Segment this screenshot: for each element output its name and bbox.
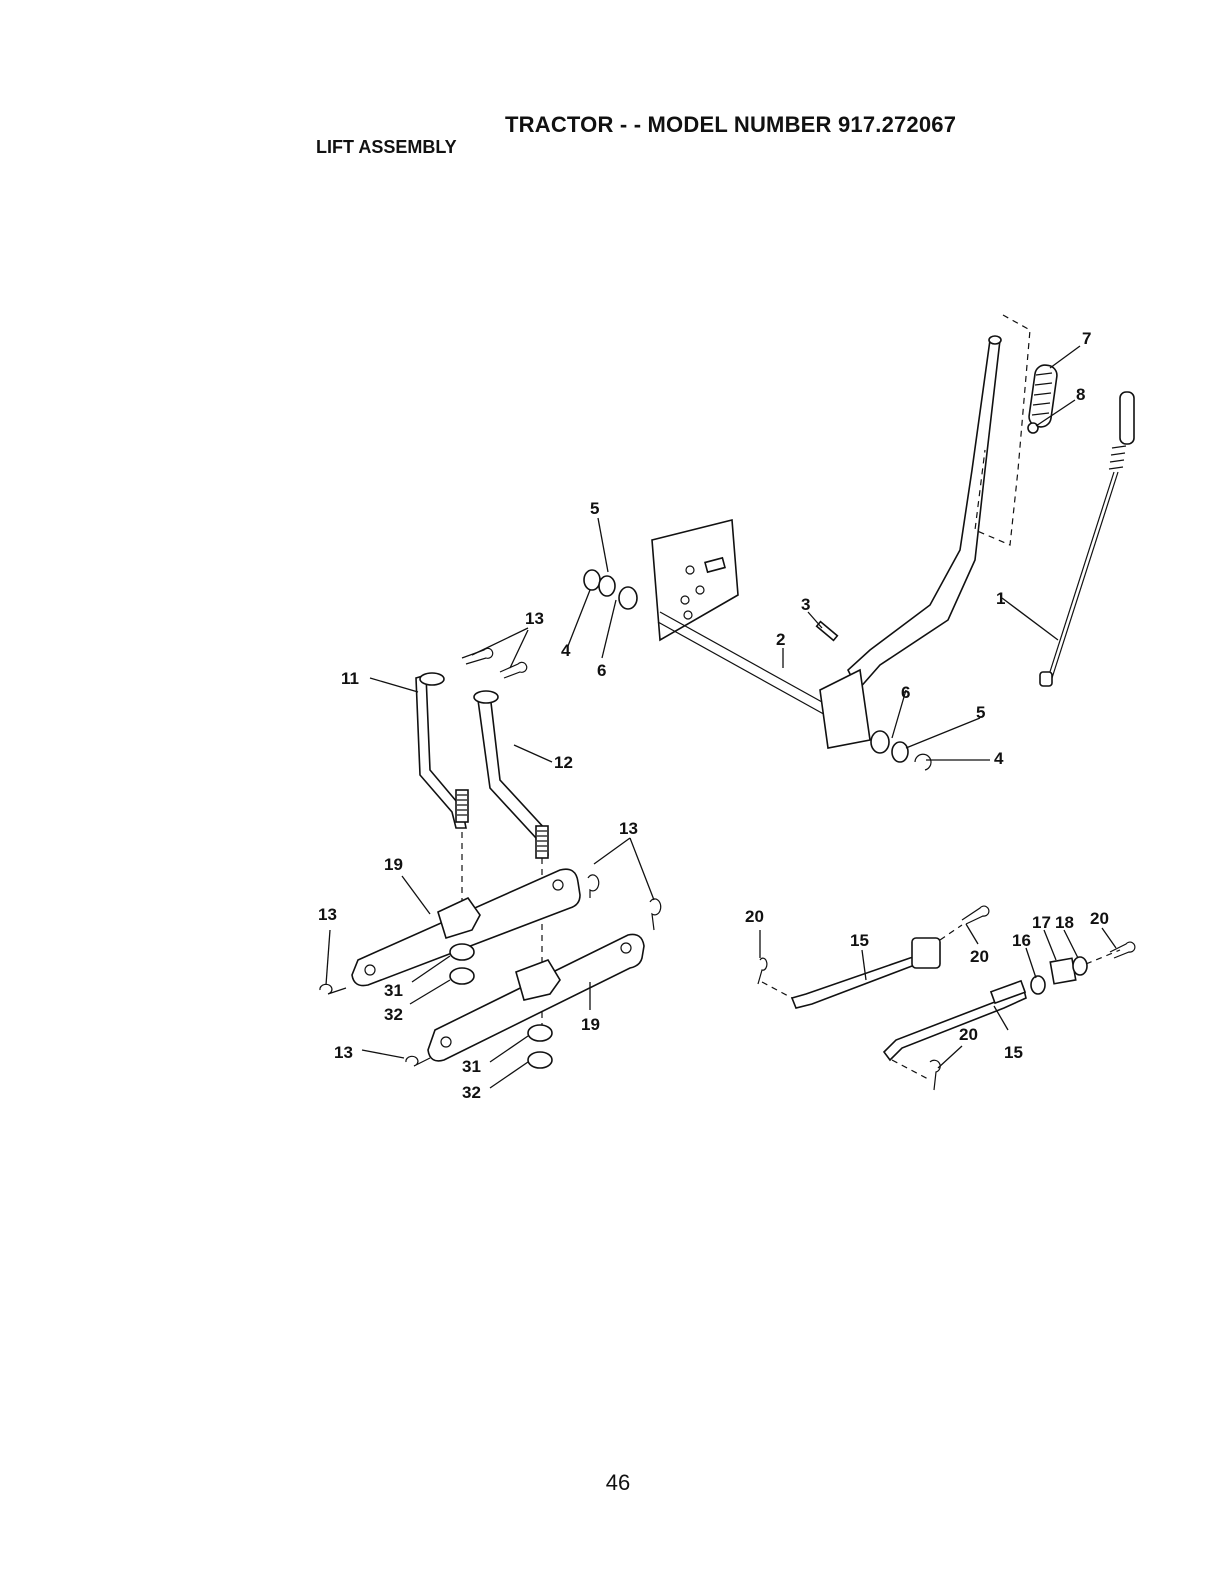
shaft-hardware-left	[584, 570, 637, 609]
callout-20: 20	[745, 907, 764, 926]
callout-5: 5	[590, 499, 599, 518]
callout-1: 1	[996, 589, 1005, 608]
callout-20d: 20	[959, 1025, 978, 1044]
mounting-plate	[652, 520, 738, 640]
lift-handle	[848, 315, 1030, 690]
callout-32: 32	[384, 1005, 403, 1024]
lift-rod	[1040, 392, 1134, 686]
ferrule-nut-lower	[528, 1025, 552, 1068]
callout-13: 13	[525, 609, 544, 628]
callout-18: 18	[1055, 913, 1074, 932]
lift-shaft	[658, 612, 870, 748]
callout-13b: 13	[619, 819, 638, 838]
callout-13d: 13	[334, 1043, 353, 1062]
lift-link-left	[416, 673, 468, 828]
callout-6: 6	[597, 661, 606, 680]
callout-2: 2	[776, 630, 785, 649]
callout-4b: 4	[994, 749, 1004, 768]
ferrule-nut-upper	[450, 944, 474, 984]
leader-lines	[326, 346, 1116, 1088]
callout-17: 17	[1032, 913, 1051, 932]
callout-32b: 32	[462, 1083, 481, 1102]
callout-6b: 6	[901, 683, 910, 702]
callout-31: 31	[384, 981, 403, 1000]
callout-15: 15	[850, 931, 869, 950]
callout-20c: 20	[970, 947, 989, 966]
callout-31b: 31	[462, 1057, 481, 1076]
callout-20b: 20	[1090, 909, 1109, 928]
page-number: 46	[598, 1470, 638, 1496]
callout-8: 8	[1076, 385, 1085, 404]
callout-4: 4	[561, 641, 571, 660]
callout-16: 16	[1012, 931, 1031, 950]
roll-pin	[817, 622, 838, 641]
callout-3: 3	[801, 595, 810, 614]
callout-19: 19	[384, 855, 403, 874]
callout-13c: 13	[318, 905, 337, 924]
callout-19b: 19	[581, 1015, 600, 1034]
callout-11: 11	[341, 669, 359, 688]
callout-5b: 5	[976, 703, 985, 722]
callouts: 7 8 5 13 3 1 4 6 2 11 6 5 4 12 13 19 13 …	[318, 329, 1109, 1102]
shaft-hardware-right	[871, 731, 931, 770]
handle-grip	[1028, 364, 1058, 428]
callout-7: 7	[1082, 329, 1091, 348]
lift-link-right	[474, 691, 548, 858]
callout-12: 12	[554, 753, 573, 772]
handle-plug	[1028, 423, 1038, 433]
adjust-rod-lower	[884, 981, 1026, 1080]
callout-15b: 15	[1004, 1043, 1023, 1062]
